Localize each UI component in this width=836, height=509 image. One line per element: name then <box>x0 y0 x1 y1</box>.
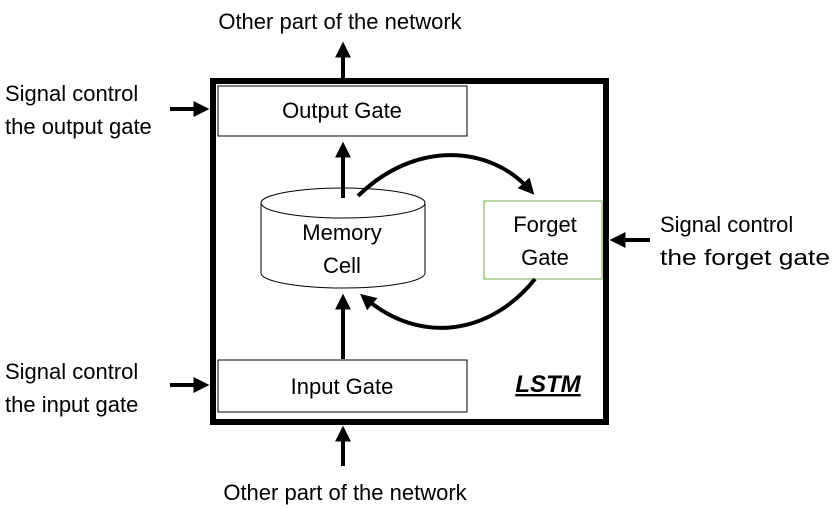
top-network-label: Other part of the network <box>218 9 462 34</box>
memory-cell-label-line2: Cell <box>323 253 361 278</box>
bottom-network-label: Other part of the network <box>223 480 467 505</box>
signal-forget-line2: the forget gate <box>660 245 830 270</box>
forget-gate-label-line1: Forget <box>513 212 577 237</box>
signal-input-line2: the input gate <box>5 392 138 417</box>
lstm-block <box>210 78 609 425</box>
forget-gate-box <box>483 200 603 280</box>
input-gate-box <box>217 359 468 413</box>
signal-output-line1: Signal control <box>5 81 138 106</box>
lstm-label: LSTM <box>515 371 581 398</box>
signal-output-line2: the output gate <box>5 114 152 139</box>
arrow-memory-to-forget <box>356 153 535 198</box>
signal-forget-line1: Signal control <box>660 212 793 237</box>
signal-input-line1: Signal control <box>5 359 138 384</box>
input-gate-label: Input Gate <box>291 374 394 399</box>
arrow-forget-to-memory <box>360 277 537 330</box>
memory-cell-label-line1: Memory <box>302 220 381 245</box>
memory-cell-cylinder <box>260 187 426 289</box>
forget-gate-label-line2: Gate <box>521 245 569 270</box>
output-gate-box <box>217 85 468 137</box>
output-gate-label: Output Gate <box>282 98 402 123</box>
